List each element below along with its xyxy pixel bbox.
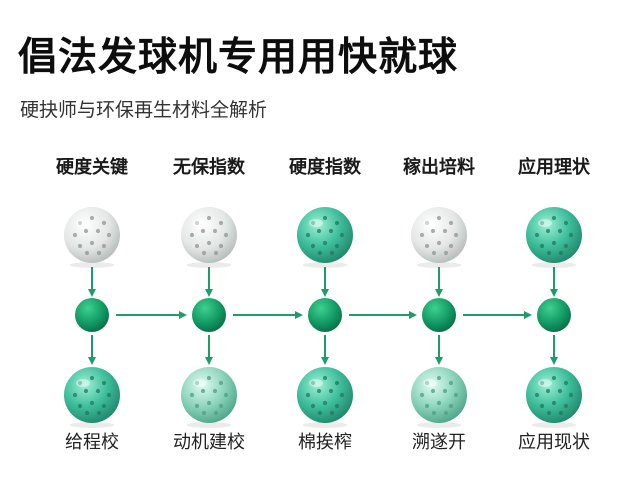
column-footer-1: 给程校 (65, 432, 119, 453)
node-1 (75, 298, 109, 332)
node-3 (308, 298, 342, 332)
bottom-ball-2 (181, 367, 237, 428)
page-subtitle: 硬抉师与环保再生材料全解析 (20, 99, 268, 121)
column-header-5: 应用理状 (518, 157, 590, 178)
top-ball-5 (526, 207, 582, 268)
column-header-4: 稼出培料 (403, 157, 475, 178)
bottom-ball-4 (411, 367, 467, 428)
top-ball-1 (64, 207, 120, 268)
top-ball-4 (411, 207, 467, 268)
column-footer-5: 应用现状 (518, 432, 590, 453)
column-header-1: 硬度关键 (56, 157, 128, 178)
node-2 (192, 298, 226, 332)
column-footer-4: 溯遂开 (412, 432, 466, 453)
node-4 (422, 298, 456, 332)
column-header-2: 无保指数 (173, 157, 245, 178)
column-header-3: 硬度指数 (289, 157, 361, 178)
top-ball-3 (297, 207, 353, 268)
column-footer-3: 棉挨榨 (298, 432, 352, 453)
node-5 (537, 298, 571, 332)
page-title: 倡法发球机专用用快就球 (18, 35, 459, 80)
bottom-ball-5 (526, 367, 582, 428)
column-footer-2: 动机建校 (173, 432, 245, 453)
bottom-ball-1 (64, 367, 120, 428)
top-ball-2 (181, 207, 237, 268)
bottom-ball-3 (297, 367, 353, 428)
